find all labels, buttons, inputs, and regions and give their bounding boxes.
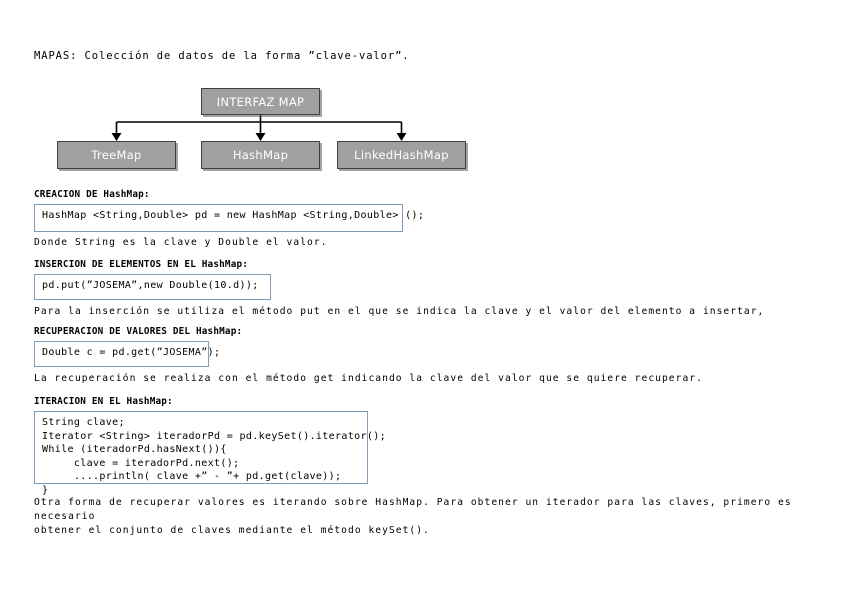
diagram-node-label: INTERFAZ MAP — [216, 94, 305, 109]
diagram-node-hashmap: HashMap — [201, 141, 320, 169]
code-block-iteracion: String clave; Iterator <String> iterador… — [34, 411, 386, 496]
code-block-recuperacion: Double c = pd.get(”JOSEMA”); — [34, 341, 220, 367]
map-hierarchy-diagram: INTERFAZ MAP TreeMap HashMap LinkedHashM… — [0, 80, 520, 180]
section-note-creacion: Donde String es la clave y Double el val… — [34, 237, 328, 248]
section-heading-iteracion: ITERACION EN EL HashMap: — [34, 396, 173, 407]
section-heading-insercion: INSERCION DE ELEMENTOS EN EL HashMap: — [34, 259, 249, 270]
diagram-node-interfaz-map: INTERFAZ MAP — [201, 88, 320, 115]
diagram-node-linkedhashmap: LinkedHashMap — [337, 141, 466, 169]
code-block-insercion: pd.put(”JOSEMA”,new Double(10.d)); — [34, 274, 271, 300]
section-heading-recuperacion: RECUPERACION DE VALORES DEL HashMap: — [34, 326, 243, 337]
section-note-iteracion: Otra forma de recuperar valores es itera… — [34, 497, 792, 536]
section-heading-creacion: CREACION DE HashMap: — [34, 189, 150, 200]
diagram-node-label: TreeMap — [91, 148, 142, 162]
diagram-node-treemap: TreeMap — [57, 141, 176, 169]
diagram-connectors — [111, 115, 407, 141]
diagram-node-label: LinkedHashMap — [354, 148, 449, 162]
intro-paragraph: MAPAS: Colección de datos de la forma ”c… — [34, 50, 410, 62]
code-block-creacion: HashMap <String,Double> pd = new HashMap… — [34, 204, 424, 232]
section-note-recuperacion: La recuperación se realiza con el método… — [34, 373, 703, 384]
diagram-node-label: HashMap — [232, 148, 289, 162]
section-note-insercion: Para la inserción se utiliza el método p… — [34, 306, 765, 317]
